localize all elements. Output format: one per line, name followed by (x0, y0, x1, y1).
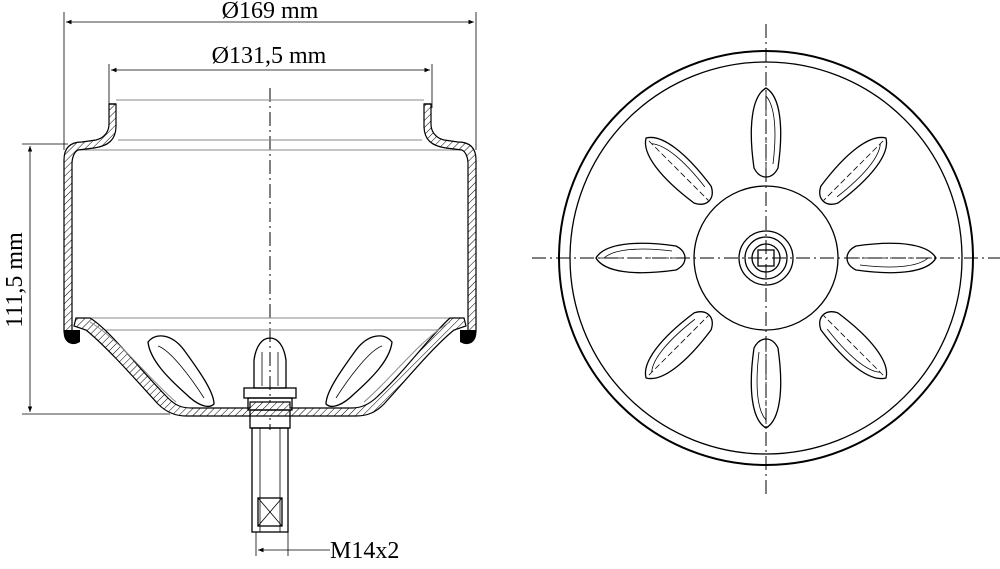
inner-diameter-label: Ø131,5 mm (212, 43, 327, 69)
cone-rib-2 (325, 335, 393, 408)
thread-label: M14x2 (330, 538, 399, 564)
petal-ne (811, 127, 897, 213)
bottom-view (532, 24, 1000, 496)
bead-ring-left (63, 330, 80, 345)
side-section-view: Ø169 mm Ø131,5 mm 111,5 mm (2, 0, 477, 564)
outer-diameter-label: Ø169 mm (222, 0, 319, 24)
inner-diameter-dimension: Ø131,5 mm (108, 43, 433, 108)
shell-wall-right (423, 103, 477, 333)
cone-rib-1 (147, 335, 215, 408)
shell-wall-left (63, 103, 117, 333)
petal-se (811, 303, 897, 389)
center-stud (243, 337, 297, 556)
petal-nw (635, 127, 721, 213)
outer-diameter-dimension: Ø169 mm (63, 0, 477, 150)
petal-sw (635, 303, 721, 389)
piston-cone (73, 317, 467, 417)
bead-ring-right (460, 330, 477, 345)
hub-boss-outer (738, 230, 794, 286)
height-label: 111,5 mm (2, 232, 28, 328)
thread-dimension: M14x2 (258, 538, 399, 564)
height-dimension: 111,5 mm (2, 143, 170, 415)
